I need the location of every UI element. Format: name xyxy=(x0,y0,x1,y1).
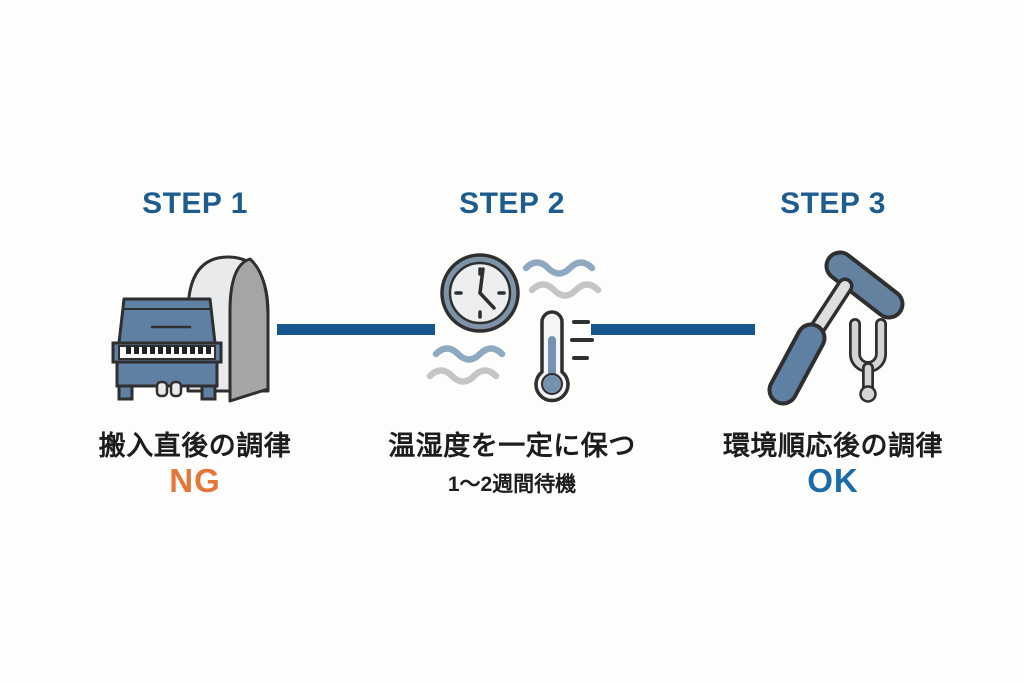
step-2-note: 1〜2週間待機 xyxy=(447,473,577,496)
tuning-hammer-and-fork-icon xyxy=(753,246,913,406)
step-3-status-ok: OK xyxy=(807,462,859,499)
step-2-column: STEP 2 xyxy=(362,188,662,508)
clock-airflow-thermometer-icon xyxy=(408,248,614,413)
connector-line-2 xyxy=(591,324,755,335)
step-3-column: STEP 3 環境順応後の調律 OK xyxy=(683,188,983,508)
step-1-status-ng: NG xyxy=(169,462,221,499)
step-2-caption: 温湿度を一定に保つ xyxy=(388,431,636,461)
piano-and-door-icon xyxy=(100,243,290,408)
step-3-label: STEP 3 xyxy=(780,187,886,220)
step-2-label: STEP 2 xyxy=(459,187,565,220)
step-3-caption: 環境順応後の調律 xyxy=(723,431,943,461)
step-1-label: STEP 1 xyxy=(142,187,248,220)
step-1-column: STEP 1 xyxy=(45,188,345,508)
connector-line-1 xyxy=(277,324,435,335)
step-1-caption: 搬入直後の調律 xyxy=(98,431,292,461)
